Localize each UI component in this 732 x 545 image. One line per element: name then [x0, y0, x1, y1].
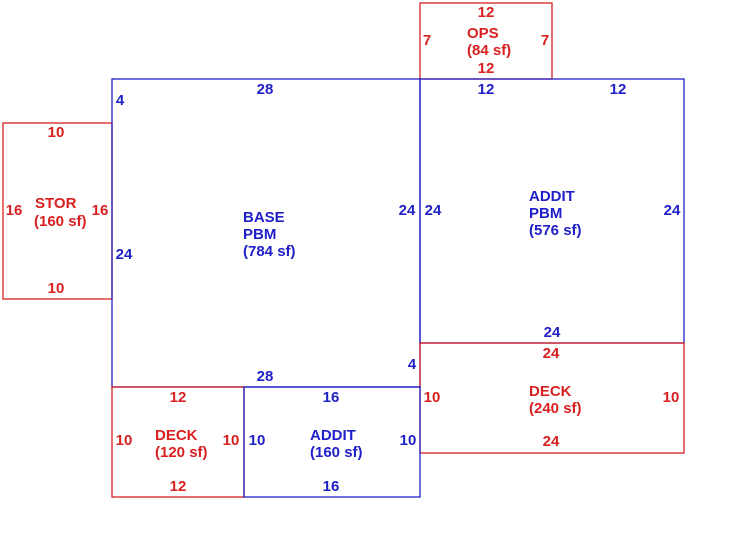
base-type: PBM — [243, 226, 276, 243]
area-addit-pbm: 12 12 24 24 24 ADDIT PBM (576 sf) — [419, 78, 685, 344]
deck-large-dim-left: 10 — [424, 389, 441, 406]
stor-name: STOR — [35, 195, 77, 212]
ops-dim-right: 7 — [541, 32, 549, 49]
base-area: (784 sf) — [243, 243, 296, 260]
deck-large-dim-right: 10 — [663, 389, 680, 406]
ops-area: (84 sf) — [467, 42, 511, 59]
deck-large-dim-top: 24 — [543, 345, 560, 362]
base-dim-right: 24 — [399, 202, 416, 219]
addit-small-dim-bottom: 16 — [323, 478, 340, 495]
deck-large-area: (240 sf) — [529, 400, 582, 417]
deck-small-dim-right: 10 — [223, 432, 240, 449]
ops-dim-top: 12 — [478, 4, 495, 21]
addit-pbm-name: ADDIT — [529, 188, 575, 205]
addit-pbm-area: (576 sf) — [529, 222, 582, 239]
addit-small-area: (160 sf) — [310, 444, 363, 461]
base-dim-right-lower: 4 — [408, 356, 417, 373]
deck-small-name: DECK — [155, 427, 198, 444]
addit-pbm-type: PBM — [529, 205, 562, 222]
addit-pbm-dim-top-left: 12 — [478, 81, 495, 98]
area-ops: 12 7 7 12 OPS (84 sf) — [419, 2, 553, 80]
area-stor: 10 16 16 10 STOR (160 sf) — [2, 122, 113, 300]
ops-name: OPS — [467, 25, 499, 42]
area-deck-large: 24 10 10 24 DECK (240 sf) — [419, 342, 685, 454]
deck-small-dim-bottom: 12 — [170, 478, 187, 495]
stor-area: (160 sf) — [34, 213, 87, 230]
stor-dim-bottom: 10 — [48, 280, 65, 297]
addit-pbm-dim-bottom: 24 — [544, 324, 561, 341]
area-deck-small: 12 10 10 12 DECK (120 sf) — [111, 386, 245, 498]
base-dim-top: 28 — [257, 81, 274, 98]
addit-small-name: ADDIT — [310, 427, 356, 444]
deck-small-area: (120 sf) — [155, 444, 208, 461]
base-dim-left-upper: 4 — [116, 92, 125, 109]
deck-large-name: DECK — [529, 383, 572, 400]
addit-pbm-dim-top-right: 12 — [610, 81, 627, 98]
stor-dim-left: 16 — [6, 202, 23, 219]
area-base-pbm: 28 4 24 24 4 28 BASE PBM (784 sf) — [111, 78, 421, 388]
addit-small-outline — [243, 386, 421, 498]
area-addit-small: 16 10 10 16 ADDIT (160 sf) — [243, 386, 421, 498]
stor-dim-top: 10 — [48, 124, 65, 141]
deck-small-dim-left: 10 — [116, 432, 133, 449]
deck-large-dim-bottom: 24 — [543, 433, 560, 450]
addit-small-dim-right: 10 — [400, 432, 417, 449]
stor-dim-right: 16 — [92, 202, 109, 219]
base-name: BASE — [243, 209, 285, 226]
ops-dim-bottom: 12 — [478, 60, 495, 77]
addit-pbm-dim-left: 24 — [425, 202, 442, 219]
base-dim-bottom: 28 — [257, 368, 274, 385]
addit-pbm-dim-right: 24 — [664, 202, 681, 219]
addit-small-dim-top: 16 — [323, 389, 340, 406]
addit-small-dim-left: 10 — [249, 432, 266, 449]
base-dim-left: 24 — [116, 246, 133, 263]
ops-dim-left: 7 — [423, 32, 431, 49]
deck-small-dim-top: 12 — [170, 389, 187, 406]
